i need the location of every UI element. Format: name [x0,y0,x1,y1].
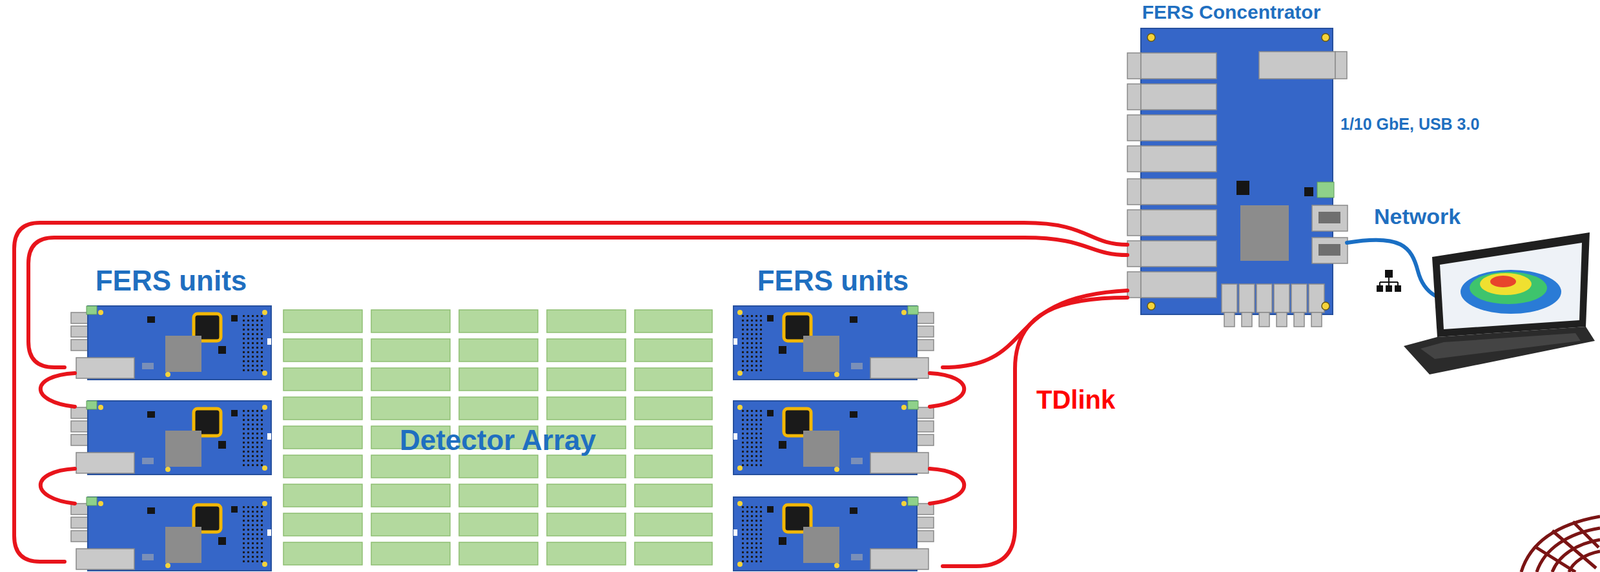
tdlink-cable [942,290,1128,368]
tdlink-cable [14,222,1128,562]
link-label: TDlink [1036,384,1116,415]
node-title: Detector Array [399,424,596,458]
node-title: FERS units [757,264,910,298]
node-title: FERS units [95,264,248,298]
concentrator-board: FERS Concentrator [1127,1,1336,315]
detector-array: Detector Array [283,309,713,572]
tdlink-cable [942,297,1128,567]
network-label: Network [1374,204,1461,230]
fers-unit-group: FERS units [64,264,278,572]
tdlink-cable [28,237,1128,368]
node-title: FERS Concentrator [1142,1,1322,24]
interface-label: 1/10 GbE, USB 3.0 [1340,114,1480,134]
fers-unit-group: FERS units [723,264,943,572]
